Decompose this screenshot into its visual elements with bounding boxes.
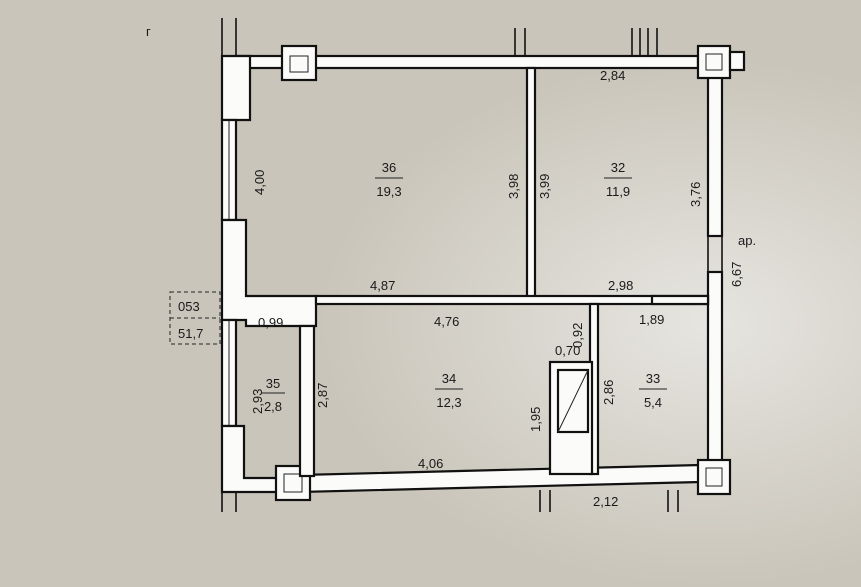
- room-id: 33: [646, 371, 660, 386]
- wall-stubs: [221, 18, 723, 512]
- room-area: 2,8: [264, 399, 282, 414]
- room-id: 35: [266, 376, 280, 391]
- dim-label: 4,87: [370, 278, 395, 293]
- dim-label: 3,99: [537, 174, 552, 199]
- dim-label: 2,86: [601, 380, 616, 405]
- dim-label: 0,92: [570, 323, 585, 348]
- room-36-label: 36 19,3: [375, 160, 403, 199]
- room-34-label: 34 12,3: [435, 371, 463, 410]
- room-id: 34: [442, 371, 456, 386]
- room-id: 32: [611, 160, 625, 175]
- apartment-number: 053: [178, 299, 200, 314]
- room-area: 11,9: [606, 184, 630, 199]
- dim-label: 2,12: [593, 494, 618, 509]
- dim-label: 0,99: [258, 315, 283, 330]
- room-area: 12,3: [436, 395, 461, 410]
- apartment-area: 51,7: [178, 326, 203, 341]
- dim-label: 4,00: [252, 170, 267, 195]
- dim-label: 3,76: [688, 182, 703, 207]
- dim-label: 1,95: [528, 407, 543, 432]
- dim-label: 4,06: [418, 456, 443, 471]
- dim-label: 2,93: [250, 389, 265, 414]
- corner-note: г: [146, 24, 151, 39]
- dim-label: 0,70: [555, 343, 580, 358]
- side-note: ар.: [738, 233, 756, 248]
- structural-columns: [274, 44, 746, 502]
- dim-label: 2,87: [315, 383, 330, 408]
- dimension-labels: 2,84 4,00 3,98 3,99 3,76 6,67 4,87 2,98 …: [250, 68, 744, 509]
- room-id: 36: [382, 160, 396, 175]
- room-32-label: 32 11,9: [604, 160, 632, 199]
- interior-partitions: [298, 66, 710, 478]
- dim-label: 4,76: [434, 314, 459, 329]
- dim-label: 3,98: [506, 174, 521, 199]
- room-area: 19,3: [376, 184, 401, 199]
- room-33-label: 33 5,4: [639, 371, 667, 410]
- dim-label: 2,84: [600, 68, 625, 83]
- dim-label: 2,98: [608, 278, 633, 293]
- dim-label: 6,67: [729, 262, 744, 287]
- room-area: 5,4: [644, 395, 662, 410]
- room-35-label: 35 2,8: [261, 376, 285, 414]
- apartment-info-box: 053 51,7: [169, 291, 221, 345]
- dim-label: 1,89: [639, 312, 664, 327]
